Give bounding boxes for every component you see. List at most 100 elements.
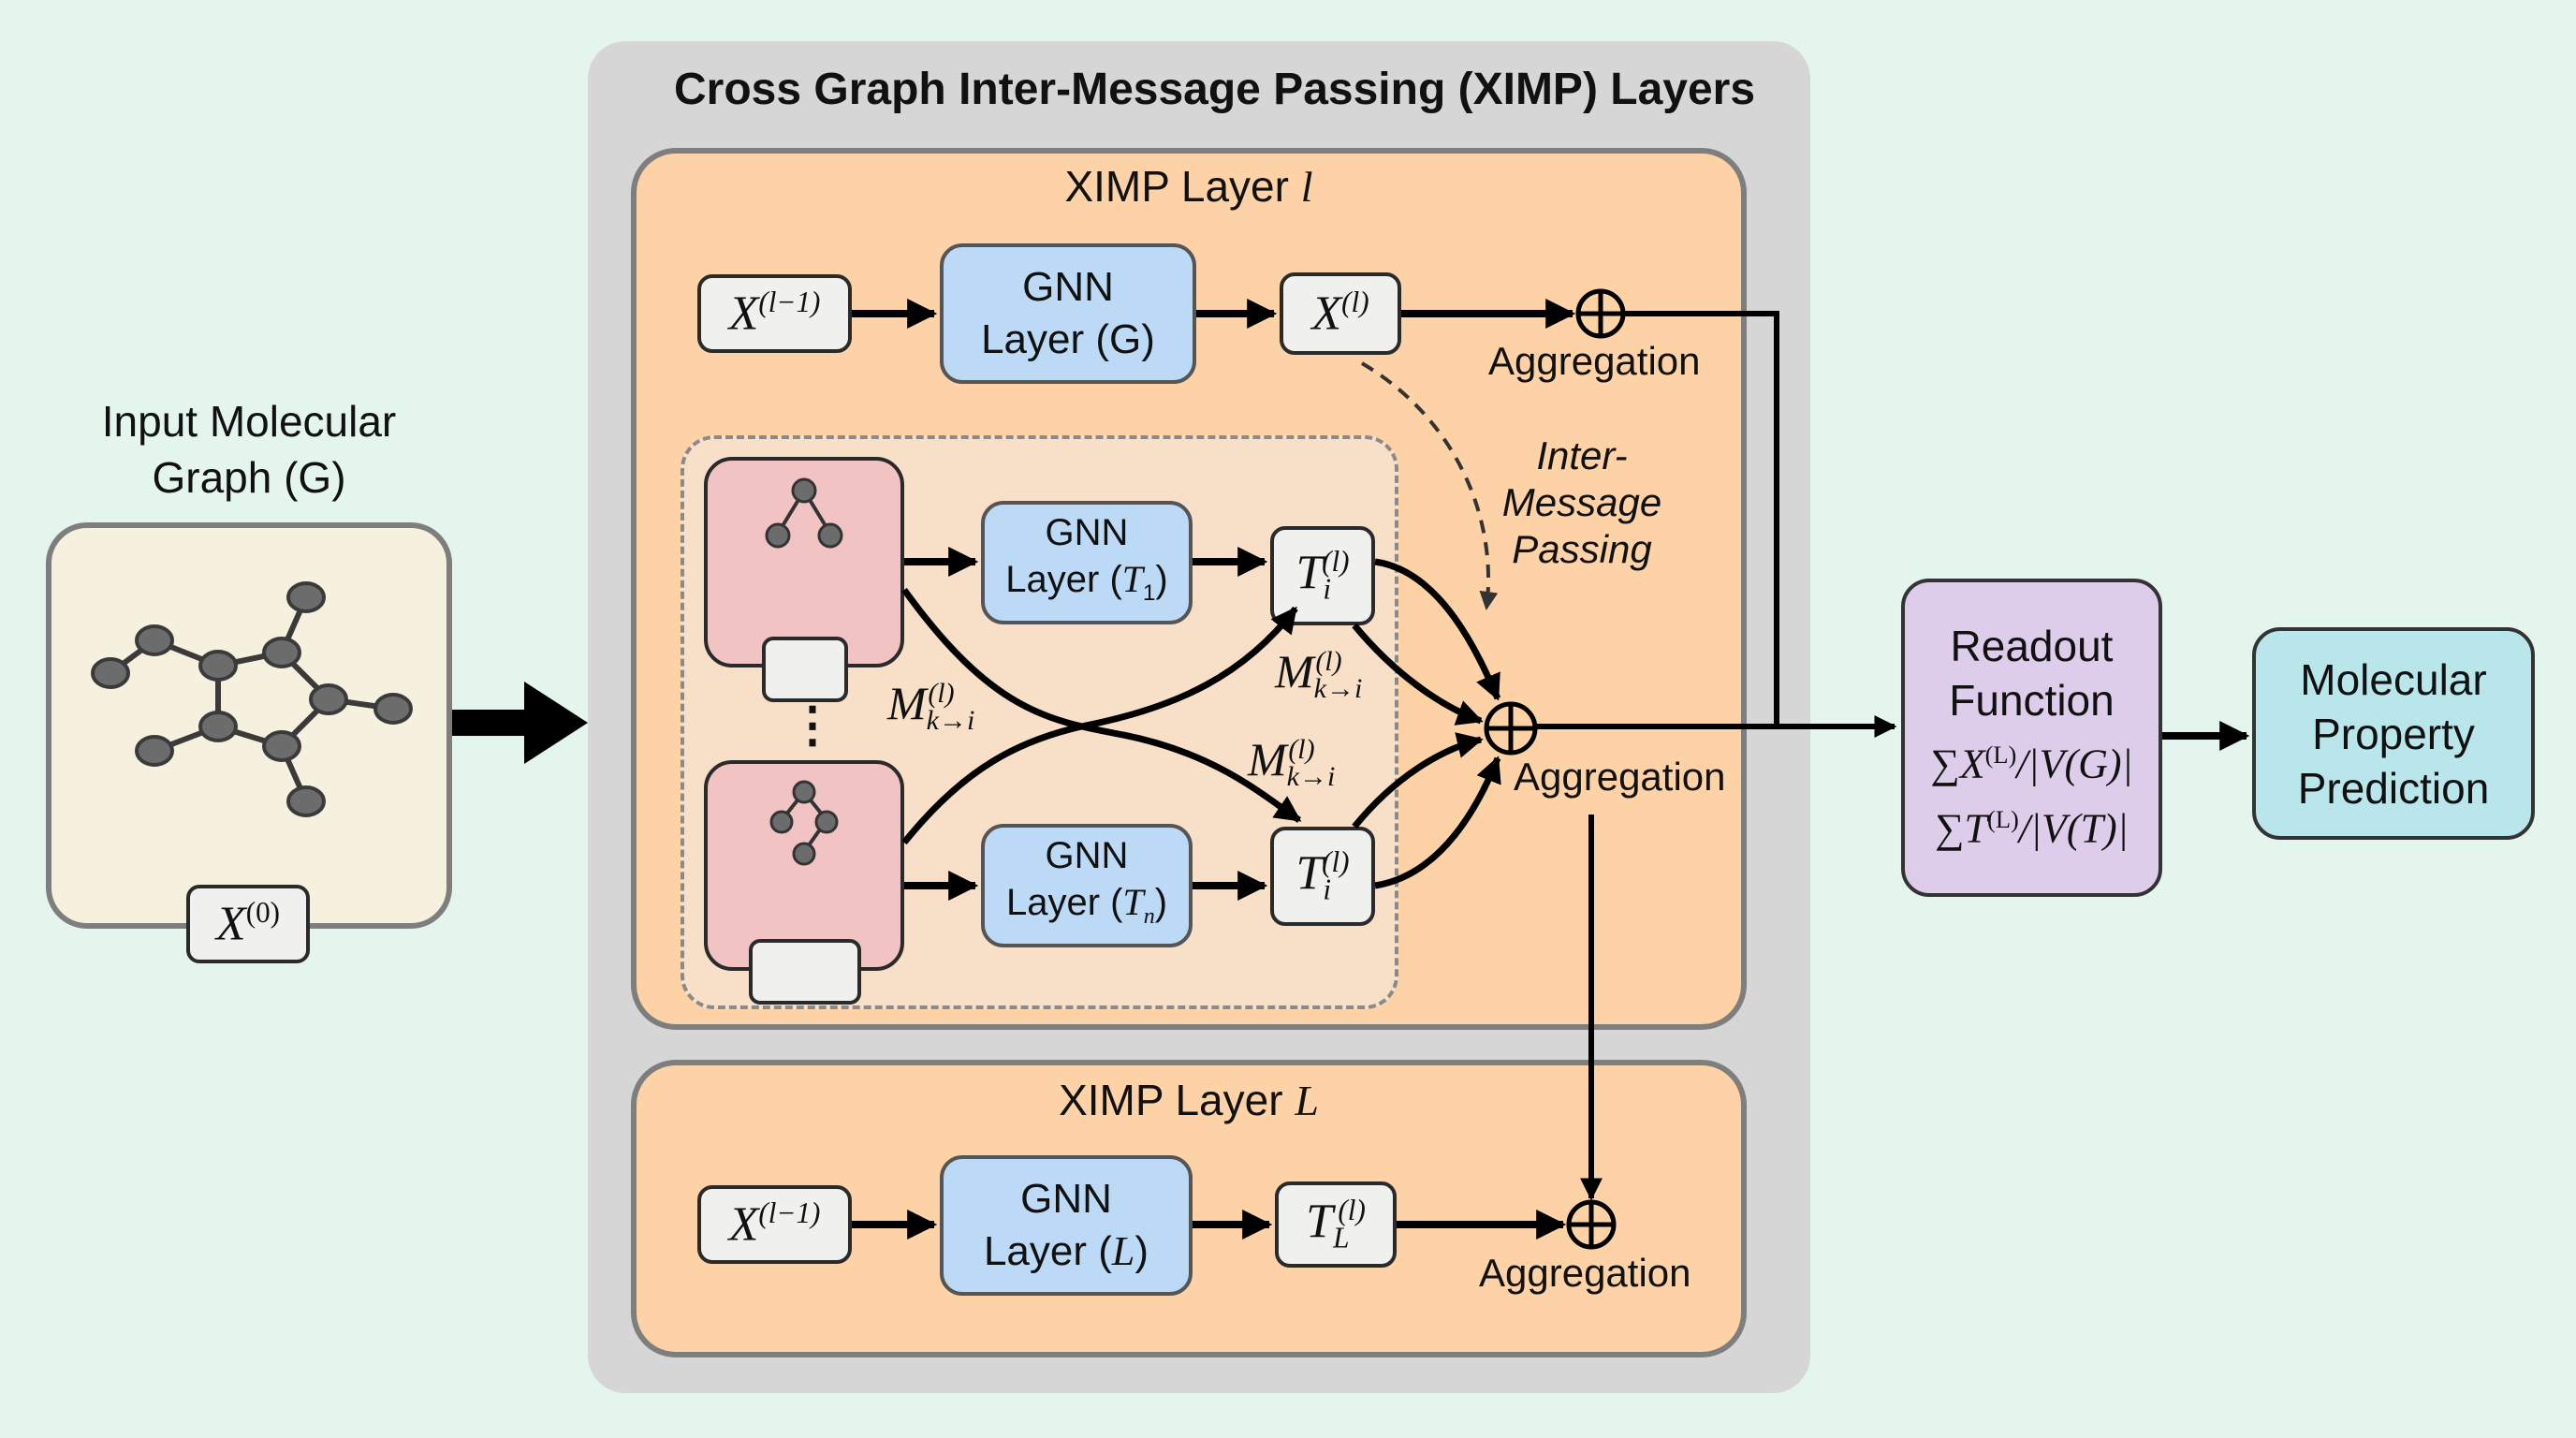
xL-prev-sup: (l−1) bbox=[758, 1196, 821, 1230]
message-label-right-top: Mk→i(l) bbox=[1275, 644, 1362, 705]
molecule-atoms bbox=[91, 581, 413, 817]
x0-var: X bbox=[215, 897, 246, 951]
x-prev-var: X bbox=[728, 286, 759, 341]
tout1-sup: (l) bbox=[1322, 545, 1350, 579]
xL-prev-var: X bbox=[728, 1197, 759, 1252]
readout-line1: Readout bbox=[1950, 622, 2114, 671]
toutn-sup: (l) bbox=[1322, 845, 1350, 879]
message-label-left: Mk→i(l) bbox=[887, 676, 974, 737]
inter-line2: Message bbox=[1501, 480, 1662, 524]
gnn-t1-line1: GNN bbox=[1045, 511, 1129, 553]
gnn-tn-line2: Layer ( bbox=[1005, 881, 1123, 923]
t-i-prev-node bbox=[749, 939, 861, 1005]
inter-message-arrow bbox=[1360, 361, 1499, 610]
pred-line2: Property bbox=[2312, 709, 2475, 758]
f2-sup: (L) bbox=[1987, 805, 2019, 833]
msg-left-sub: k→i bbox=[926, 705, 975, 736]
gnn-L-line2: Layer ( bbox=[983, 1228, 1112, 1274]
layer-L-title-text: XIMP Layer bbox=[1059, 1076, 1295, 1124]
inter-line1: Inter- bbox=[1536, 433, 1628, 477]
x-out-var: X bbox=[1311, 286, 1342, 341]
tout1-var: T bbox=[1295, 546, 1324, 600]
x0-sup: (0) bbox=[245, 896, 281, 930]
wire-top-agg-to-readout bbox=[1623, 311, 1779, 726]
arrow-tout1-agg-b bbox=[1352, 623, 1484, 726]
message-label-right-bottom: Mk→i(l) bbox=[1248, 732, 1335, 793]
x-prev-sup: (l−1) bbox=[758, 286, 821, 319]
tL-sup: (l) bbox=[1338, 1194, 1366, 1227]
gnn-L-var: L bbox=[1111, 1228, 1135, 1274]
toutn-var: T bbox=[1295, 846, 1324, 901]
input-feature-x0: X(0) bbox=[186, 885, 310, 963]
gnn-t1-line2: Layer ( bbox=[1005, 558, 1122, 600]
pred-line1: Molecular bbox=[2300, 654, 2487, 704]
x-prev-node-L: X(l−1) bbox=[697, 1185, 852, 1264]
f1-rest: /|V(G)| bbox=[2016, 741, 2133, 787]
ximp-layer-l-title: XIMP Layer l bbox=[631, 161, 1747, 212]
gnn-layer-g: GNN Layer (G) bbox=[940, 243, 1196, 384]
gnn-L-line1: GNN bbox=[1020, 1176, 1112, 1222]
message-arrow-n-to-1 bbox=[901, 606, 1298, 845]
input-arrowhead bbox=[524, 682, 588, 764]
reduced-graph-tn bbox=[704, 760, 904, 971]
f2-var: T bbox=[1964, 805, 1988, 852]
x-out-node: X(l) bbox=[1280, 272, 1401, 355]
layer-l-title-var: l bbox=[1300, 163, 1313, 211]
molecule-icon bbox=[91, 581, 413, 817]
layer-L-title-var: L bbox=[1295, 1077, 1319, 1124]
aggregation-top-label: Aggregation bbox=[1488, 339, 1701, 383]
msg-rt-var: M bbox=[1275, 645, 1314, 697]
readout-formula-1: ∑X(L)/|V(G)| bbox=[1930, 727, 2132, 792]
x-out-sup: (l) bbox=[1341, 286, 1369, 319]
f1-var: X bbox=[1959, 741, 1985, 787]
readout-line2: Function bbox=[1949, 676, 2115, 726]
tree-graph-icon bbox=[769, 780, 839, 866]
f2-rest: /|V(T)| bbox=[2018, 805, 2129, 852]
toutn-sub: i bbox=[1323, 873, 1332, 906]
msg-rt-sup: (l) bbox=[1315, 646, 1342, 678]
ximp-panel-title: Cross Graph Inter-Message Passing (XIMP)… bbox=[674, 65, 1756, 114]
tout1-sub: i bbox=[1323, 572, 1332, 606]
msg-rb-sup: (l) bbox=[1288, 734, 1315, 766]
gnn-tn-line1: GNN bbox=[1045, 834, 1129, 876]
sum-icon: ∑ bbox=[1935, 805, 1965, 852]
message-arrow-1-to-n bbox=[901, 587, 1302, 823]
ellipsis: ⋮ bbox=[788, 698, 837, 753]
inter-line3: Passing bbox=[1512, 527, 1652, 571]
arrow-toutn-agg-a bbox=[1352, 732, 1484, 829]
x-prev-node: X(l−1) bbox=[697, 274, 852, 353]
aggregation-L-label: Aggregation bbox=[1479, 1251, 1691, 1295]
input-title-line2: Graph (G) bbox=[152, 453, 346, 502]
molecular-property-prediction-box: Molecular Property Prediction bbox=[2252, 627, 2535, 840]
arrow-toutn-agg-b bbox=[1374, 756, 1501, 889]
pred-line3: Prediction bbox=[2297, 763, 2490, 813]
msg-left-var: M bbox=[887, 677, 927, 729]
gnn-t1-sub: 1 bbox=[1143, 580, 1156, 606]
input-title-line1: Input Molecular bbox=[101, 397, 397, 446]
t-L-out-node: TL(l) bbox=[1275, 1181, 1397, 1268]
sum-icon: ∑ bbox=[1930, 741, 1960, 787]
gnn-g-line1: GNN bbox=[1022, 264, 1114, 310]
t-i-0-node bbox=[762, 637, 848, 702]
readout-function-box: Readout Function ∑X(L)/|V(G)| ∑T(L)/|V(T… bbox=[1901, 579, 2162, 897]
gnn-g-line2: Layer (G) bbox=[981, 316, 1155, 362]
inter-message-label: Inter- Message Passing bbox=[1460, 433, 1704, 573]
aggregation-mid-label: Aggregation bbox=[1514, 755, 1726, 799]
gnn-layer-L: GNN Layer (L) bbox=[940, 1155, 1193, 1296]
msg-rb-var: M bbox=[1248, 733, 1287, 785]
msg-left-sup: (l) bbox=[928, 678, 955, 710]
tree-graph-icon bbox=[765, 477, 843, 549]
gnn-t1-var: T bbox=[1121, 557, 1144, 600]
input-graph-title: Input Molecular Graph (G) bbox=[46, 393, 452, 506]
gnn-tn-var: T bbox=[1122, 880, 1144, 923]
tL-sub: L bbox=[1333, 1221, 1350, 1255]
gnn-layer-t1: GNN Layer (T1) bbox=[981, 501, 1193, 624]
ximp-layer-L-title: XIMP Layer L bbox=[631, 1075, 1747, 1125]
input-graph-box bbox=[46, 522, 452, 929]
t-i-out-node-n: Ti(l) bbox=[1270, 827, 1375, 926]
msg-rt-sub: k→i bbox=[1313, 673, 1363, 704]
readout-formula-2: ∑T(L)/|V(T)| bbox=[1935, 792, 2129, 857]
layer-l-title-text: XIMP Layer bbox=[1064, 162, 1301, 211]
arrow-tout1-agg-a bbox=[1374, 558, 1501, 701]
